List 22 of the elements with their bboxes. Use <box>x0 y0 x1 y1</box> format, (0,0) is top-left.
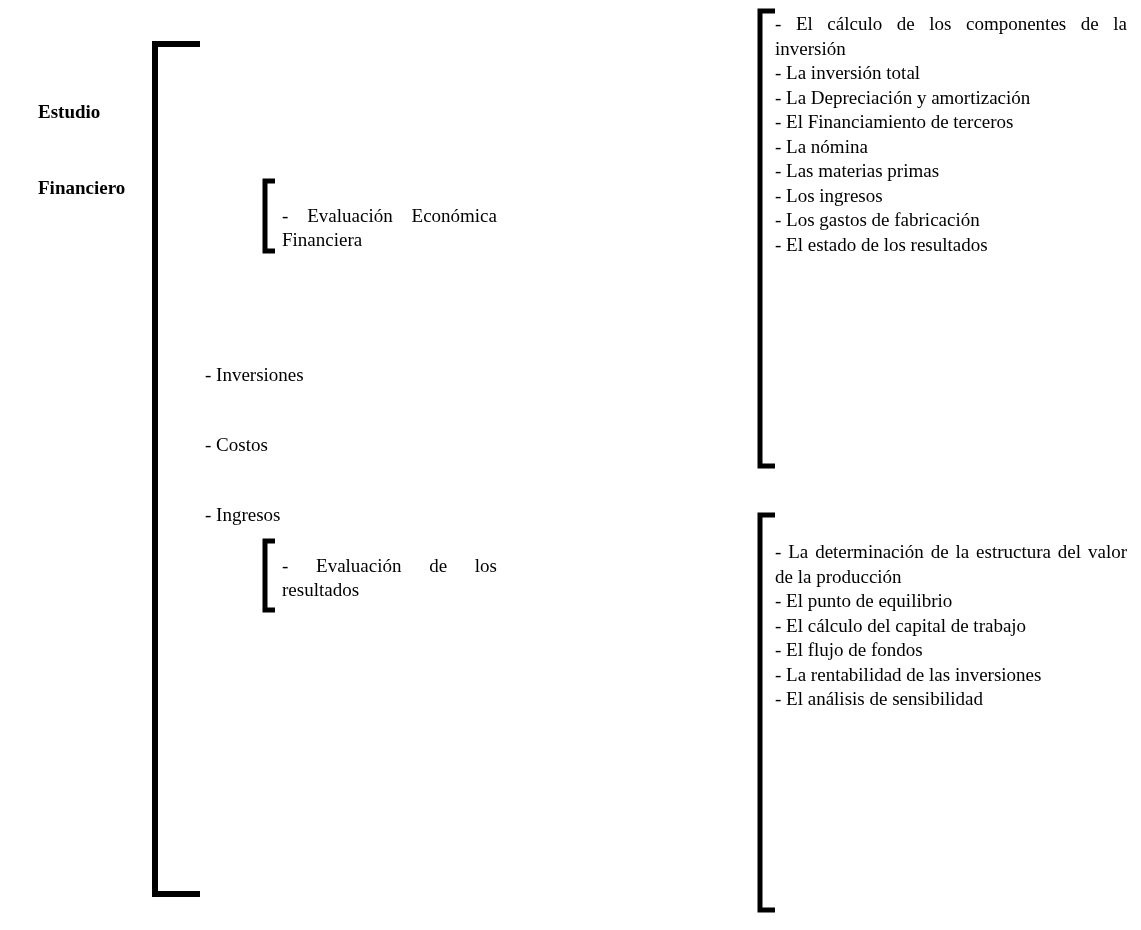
list-item: - Los ingresos <box>775 183 884 208</box>
list-item: - El punto de equilibrio <box>775 589 954 613</box>
list-item: - El cálculo del capital de trabajo <box>775 613 1028 638</box>
heading-text: Financiero <box>38 176 127 200</box>
item-text: - Inversiones <box>205 363 305 387</box>
list-item: - La inversión total <box>775 61 922 85</box>
item-text: - Costos <box>205 433 269 457</box>
heading-text: Estudio <box>38 100 102 124</box>
list-item: - Los gastos de fabricación <box>775 208 981 232</box>
list-item: - La determinación de la estructura del valor de la producción <box>775 540 1127 589</box>
item-text: - Ingresos <box>205 503 282 527</box>
list-item: - Las materias primas <box>775 159 941 183</box>
list-item: - La rentabilidad de las inversiones <box>775 662 1043 687</box>
list-item: - El Financiamiento de terceros <box>775 110 1015 134</box>
list-item: - El estado de los resultados <box>775 232 989 257</box>
item-text: - Evaluación Económica Financiera <box>282 204 497 252</box>
list-item: - El análisis de sensibilidad <box>775 687 984 711</box>
list-item: - El cálculo de los componentes de la inversión <box>775 12 1127 61</box>
list-item: - La nómina <box>775 134 869 159</box>
list-item: - El flujo de fondos <box>775 638 924 662</box>
item-text: - Evaluación de los resultados <box>282 554 497 602</box>
list-item: - La Depreciación y amortización <box>775 85 1032 110</box>
